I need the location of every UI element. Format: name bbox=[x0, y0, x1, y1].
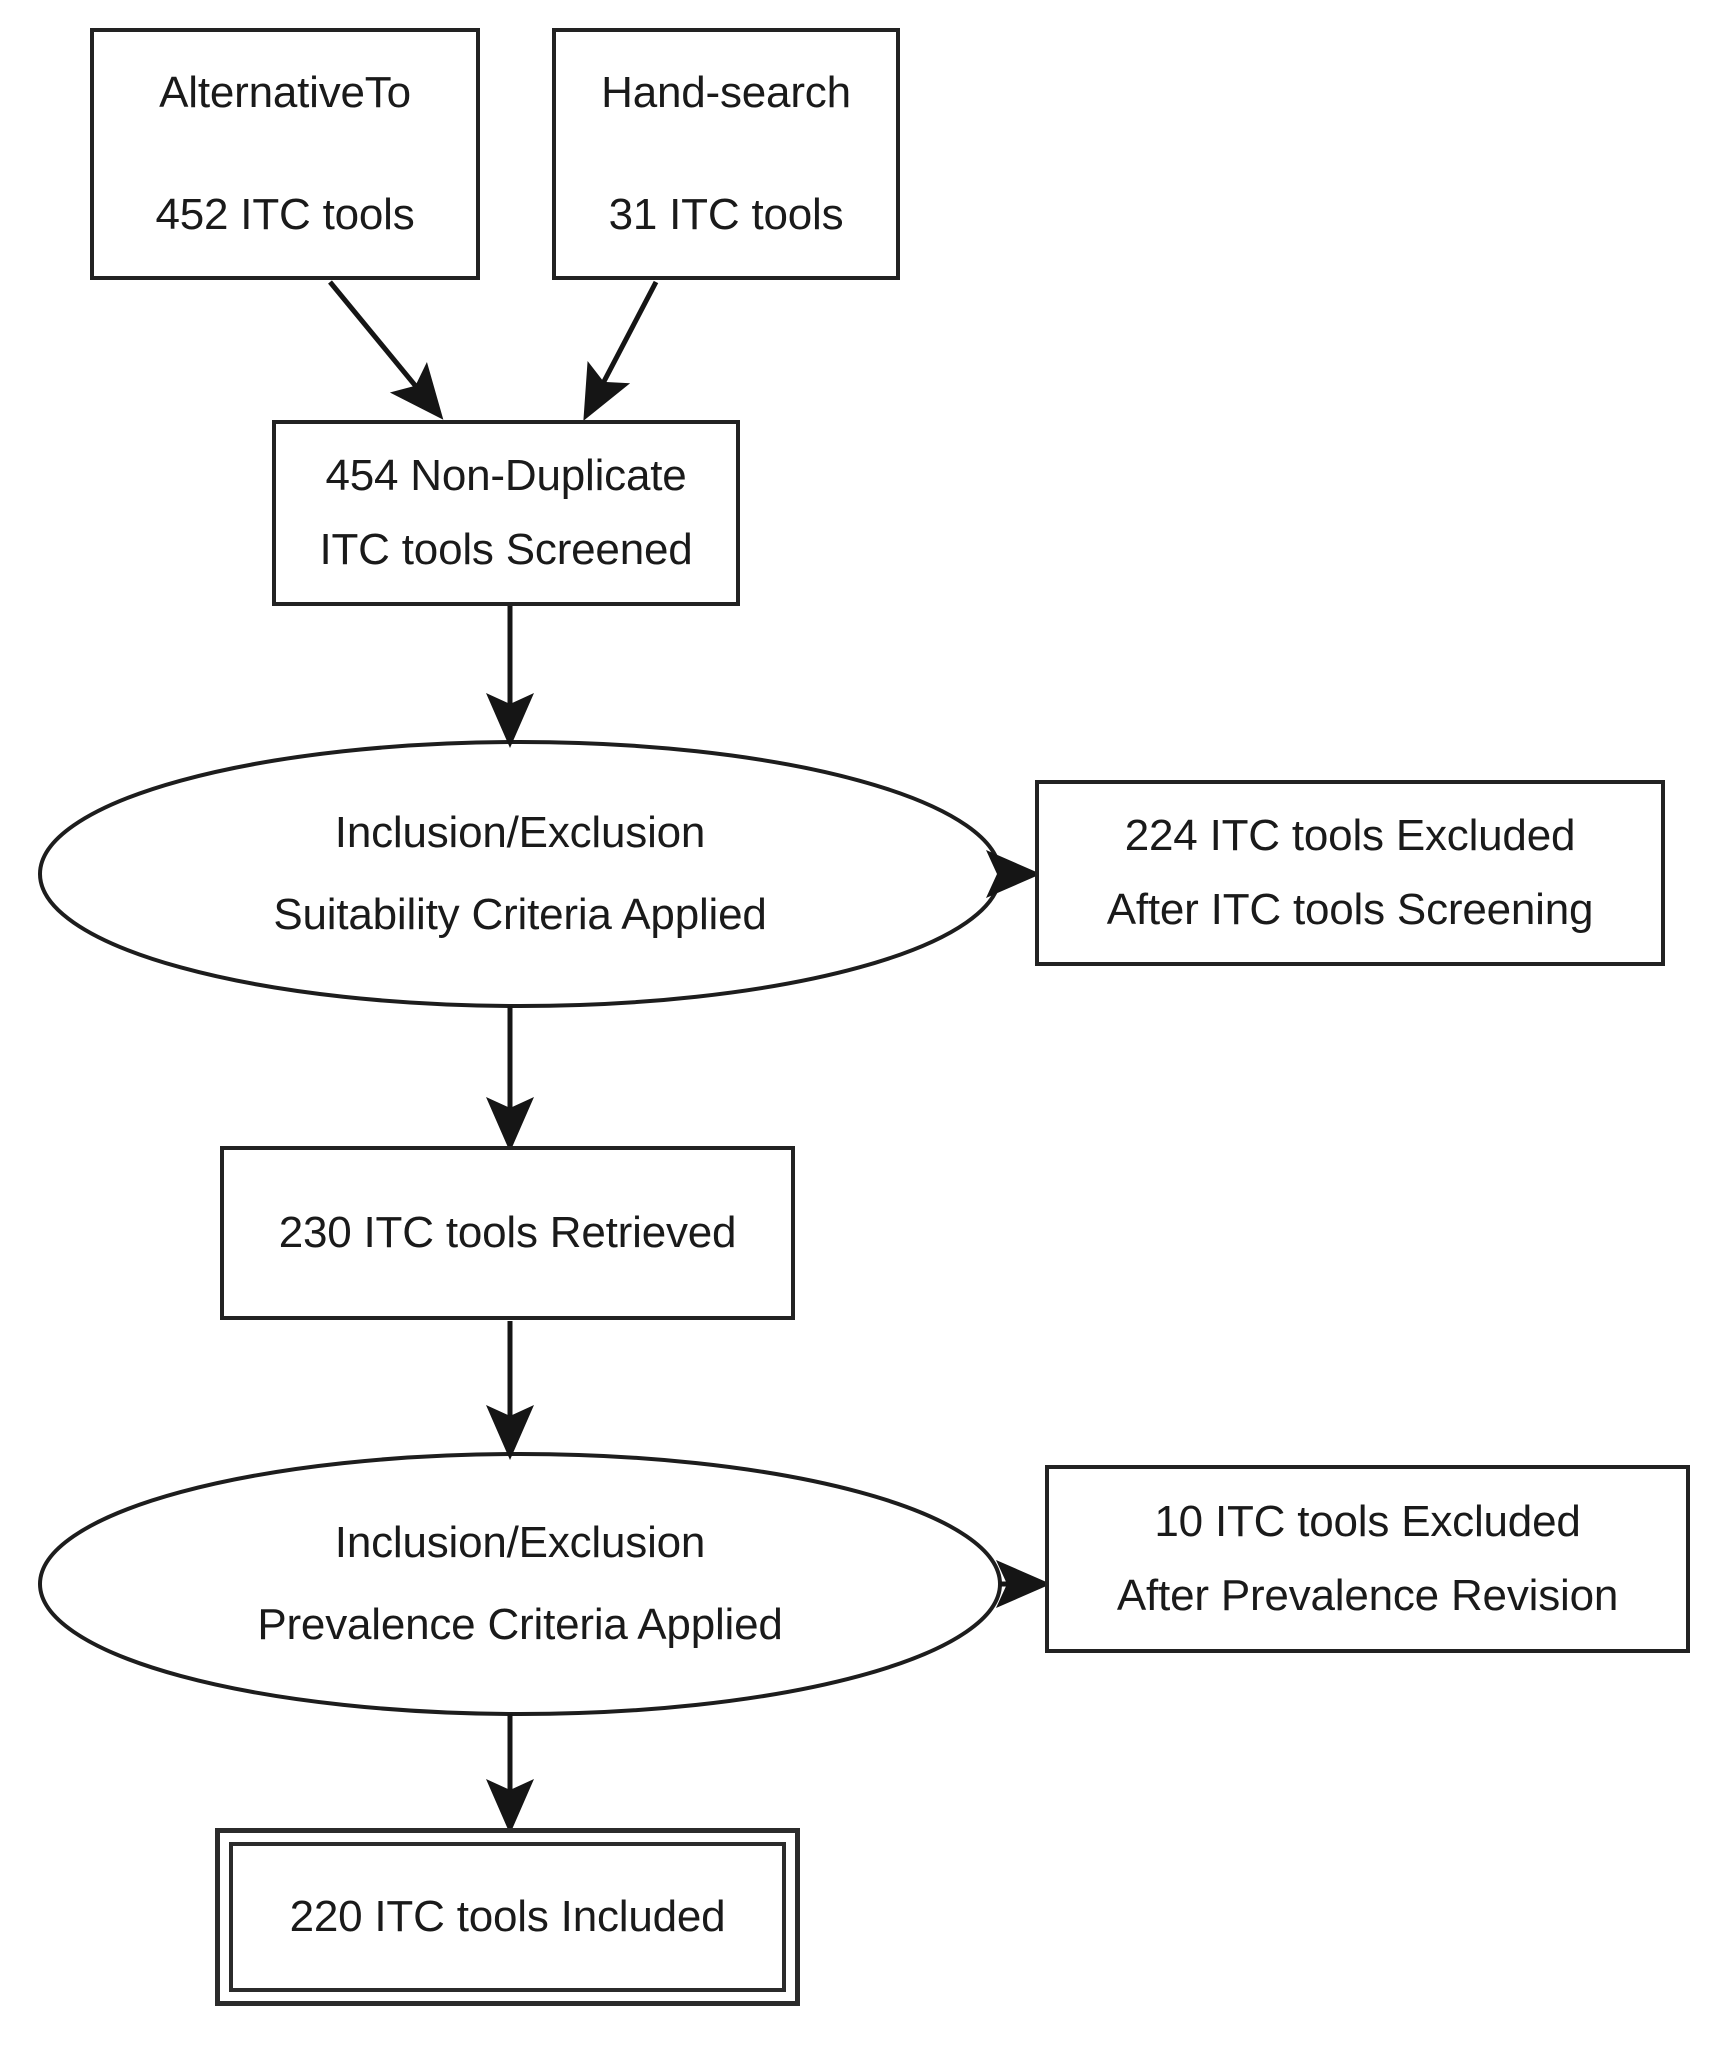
node-excluded-after-screening-line1: 224 ITC tools Excluded bbox=[1124, 811, 1576, 860]
node-non-duplicate-screened[interactable]: 454 Non-Duplicate ITC tools Screened bbox=[272, 420, 740, 606]
node-alternativeto-line2: 452 ITC tools bbox=[155, 190, 415, 239]
node-tools-included[interactable]: 220 ITC tools Included bbox=[215, 1828, 800, 2006]
ellipse-prevalence-outline bbox=[38, 1452, 1002, 1716]
node-non-duplicate-line1: 454 Non-Duplicate bbox=[325, 451, 687, 500]
node-excluded-after-screening-line2: After ITC tools Screening bbox=[1106, 885, 1594, 934]
node-tools-included-line1: 220 ITC tools Included bbox=[289, 1892, 726, 1941]
node-excluded-after-prevalence-line2: After Prevalence Revision bbox=[1116, 1571, 1619, 1620]
node-excluded-after-prevalence-line1: 10 ITC tools Excluded bbox=[1154, 1497, 1581, 1546]
node-tools-retrieved[interactable]: 230 ITC tools Retrieved bbox=[220, 1146, 795, 1320]
node-excluded-after-screening[interactable]: 224 ITC tools Excluded After ITC tools S… bbox=[1035, 780, 1665, 966]
node-hand-search[interactable]: Hand-search 31 ITC tools bbox=[552, 28, 900, 280]
node-excluded-after-prevalence[interactable]: 10 ITC tools Excluded After Prevalence R… bbox=[1045, 1465, 1690, 1653]
node-hand-search-line2: 31 ITC tools bbox=[608, 190, 844, 239]
node-non-duplicate-line2: ITC tools Screened bbox=[319, 525, 693, 574]
node-alternativeto-line1: AlternativeTo bbox=[159, 68, 411, 117]
node-tools-included-inner-frame: 220 ITC tools Included bbox=[229, 1842, 786, 1992]
node-hand-search-line1: Hand-search bbox=[601, 68, 851, 117]
node-tools-retrieved-line1: 230 ITC tools Retrieved bbox=[278, 1208, 737, 1257]
node-alternativeto[interactable]: AlternativeTo 452 ITC tools bbox=[90, 28, 480, 280]
ellipse-suitability-outline bbox=[38, 740, 1002, 1008]
edge-handsearch-to-nonduplicate bbox=[583, 280, 659, 421]
edge-alternativeto-to-nonduplicate bbox=[328, 280, 444, 420]
